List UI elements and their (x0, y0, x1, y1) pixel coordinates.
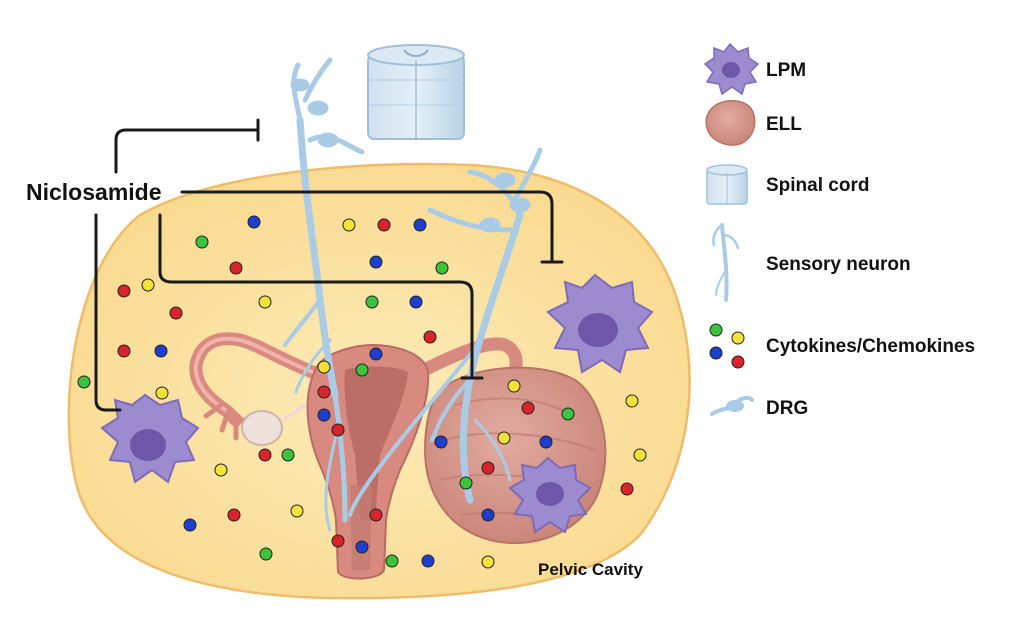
cytokine-dot (539, 435, 553, 449)
cytokine-dot (435, 261, 449, 275)
macrophage-left (100, 393, 200, 484)
legend-label: Cytokines/Chemokines (766, 336, 975, 357)
cytokine-dot (317, 408, 331, 422)
cytokine-dot (258, 295, 272, 309)
cytokine-dot (355, 363, 369, 377)
spinal-cord-icon (706, 164, 748, 205)
cytokine-dot (423, 330, 437, 344)
cytokine-dot (117, 344, 131, 358)
sensory-neuron-icon (712, 223, 740, 302)
cytokine-dot (214, 463, 228, 477)
cytokine-dot (77, 375, 91, 389)
cytokine-dot (409, 295, 423, 309)
cytokine-dot (355, 540, 369, 554)
cytokine-dot (521, 401, 535, 415)
cytokine-dot (365, 295, 379, 309)
cytokine-dot (620, 482, 634, 496)
cytokine-dot (369, 508, 383, 522)
legend-item-lpm: LPM (703, 42, 806, 96)
cytokine-dot (625, 394, 639, 408)
lesion-icon (705, 100, 756, 146)
cytokine-dot (497, 431, 511, 445)
cytokine-dot (195, 235, 209, 249)
cytokine-dot (141, 278, 155, 292)
inhibition-to-macrophage-left (94, 213, 122, 412)
cytokine-dot (385, 554, 399, 568)
inhibition-lines (94, 118, 564, 412)
cytokine-dot (507, 379, 521, 393)
inhibition-to-lesion (158, 213, 474, 380)
left-ovary (241, 410, 283, 446)
cytokine-dot (459, 476, 473, 490)
cytokine-dot (183, 518, 197, 532)
legend-label: LPM (766, 60, 806, 81)
cytokine-dot (331, 534, 345, 548)
cytokine-dot (259, 547, 273, 561)
cytokine-dot (227, 508, 241, 522)
cytokine-dot (317, 360, 331, 374)
spinal-cord (367, 44, 465, 140)
cytokine-dot (281, 448, 295, 462)
cytokine-dot (229, 261, 243, 275)
legend: LPM ELL Spinal cord Sensory neuron (703, 42, 975, 419)
cytokine-dot (247, 215, 261, 229)
cytokine-dot (369, 347, 383, 361)
drg-icon (710, 395, 754, 416)
cytokine-dots-icon (709, 323, 745, 369)
cytokine-dot (290, 504, 304, 518)
cytokine-dot (154, 344, 168, 358)
legend-label: ELL (766, 114, 802, 135)
cytokine-dot (331, 423, 345, 437)
cytokine-dot (117, 284, 131, 298)
cytokine-dot (169, 306, 183, 320)
legend-label: DRG (766, 398, 808, 419)
legend-label: Sensory neuron (766, 254, 911, 275)
cytokine-dot (434, 435, 448, 449)
cytokine-dot (633, 448, 647, 462)
cytokine-dot (421, 554, 435, 568)
macrophage-right (546, 273, 654, 374)
lesion-ell (423, 366, 607, 544)
cytokine-dot (342, 218, 356, 232)
cytokine-dot (481, 508, 495, 522)
inhibition-to-macrophage-right (180, 190, 554, 264)
drug-label: Niclosamide (26, 179, 162, 205)
cytokine-dot (481, 555, 495, 569)
cytokine-dot (561, 407, 575, 421)
cavity-label: Pelvic Cavity (538, 560, 643, 579)
cytokine-dot (317, 385, 331, 399)
cytokine-dots (77, 215, 647, 569)
cytokine-dot (258, 448, 272, 462)
macrophage-in-lesion (508, 456, 592, 534)
cytokine-dot (413, 218, 427, 232)
legend-item-spinal-cord: Spinal cord (706, 164, 869, 205)
legend-item-sensory-neuron: Sensory neuron (712, 223, 911, 302)
cytokine-dot (377, 218, 391, 232)
cytokine-dot (481, 461, 495, 475)
legend-label: Spinal cord (766, 175, 869, 196)
cytokine-dot (369, 255, 383, 269)
legend-item-cytokines: Cytokines/Chemokines (709, 323, 975, 369)
legend-item-ell: ELL (705, 100, 802, 146)
cytokine-dot (155, 386, 169, 400)
legend-item-drg: DRG (710, 395, 808, 419)
sensory-neuron-right (348, 147, 543, 517)
inhibition-to-neuron (114, 128, 260, 174)
